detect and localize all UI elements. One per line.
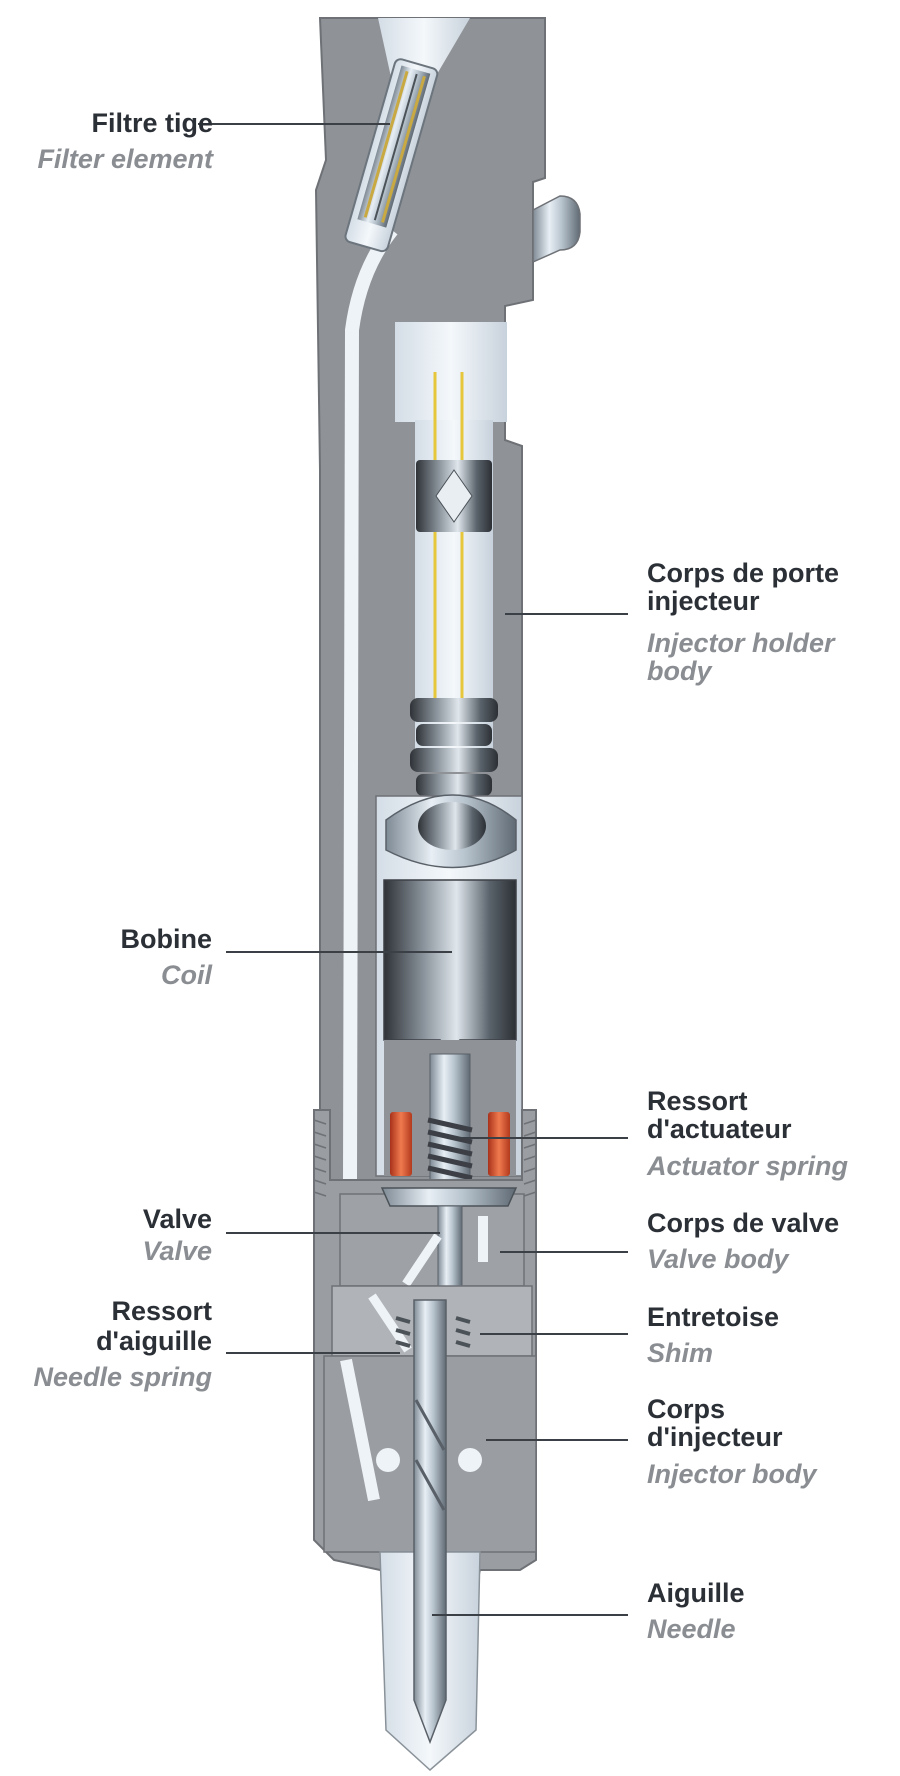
- label-needlespring-fr2: d'aiguille: [96, 1326, 212, 1356]
- label-coil-en: Coil: [161, 960, 212, 990]
- label-coil-fr: Bobine: [121, 924, 213, 954]
- connector-cavity: [395, 322, 507, 422]
- label-actuator-en: Actuator spring: [646, 1151, 849, 1181]
- coil-winding-left: [390, 1112, 412, 1176]
- label-valve-en: Valve: [142, 1236, 212, 1266]
- injector-channel: [340, 1358, 380, 1502]
- label-actuator-fr1: Ressort: [647, 1086, 748, 1116]
- dome-ball: [418, 802, 486, 850]
- label-needlespring-en: Needle spring: [33, 1362, 212, 1392]
- label-injbody-en: Injector body: [647, 1459, 818, 1489]
- coil: [383, 879, 517, 1053]
- connector-block: [416, 460, 492, 532]
- filter-element: [344, 58, 439, 253]
- label-holder-fr2: injecteur: [647, 586, 760, 616]
- label-filter-en: Filter element: [37, 144, 214, 174]
- needle: [413, 1299, 447, 1745]
- label-holder-fr1: Corps de porte: [647, 558, 839, 588]
- label-needlespring-fr1: Ressort: [111, 1296, 212, 1326]
- label-filter-fr: Filtre tige: [91, 108, 213, 138]
- coil-winding-right: [488, 1112, 510, 1176]
- valve-channel: [402, 1233, 442, 1287]
- valve-slot: [478, 1216, 488, 1262]
- label-valve-fr: Valve: [143, 1204, 212, 1234]
- label-valvebody-en: Valve body: [647, 1244, 791, 1274]
- label-shim-fr: Entretoise: [647, 1302, 779, 1332]
- pressure-chamber-left: [376, 1448, 400, 1472]
- needle-spring: [395, 1316, 471, 1348]
- needle-spiral: [414, 1399, 446, 1511]
- valve-stem: [437, 1205, 463, 1287]
- label-injbody-fr2: d'injecteur: [647, 1422, 783, 1452]
- label-holder-en1: Injector holder: [647, 628, 836, 658]
- ribbed-plug: [410, 698, 498, 796]
- thread-right: [523, 1119, 537, 1197]
- shim-channel: [368, 1293, 412, 1353]
- thread-left: [313, 1119, 327, 1197]
- label-actuator-fr2: d'actuateur: [647, 1114, 792, 1144]
- label-needle-en: Needle: [647, 1614, 736, 1644]
- armature-plate: [380, 1187, 518, 1207]
- label-shim-en: Shim: [647, 1338, 713, 1368]
- label-valvebody-fr: Corps de valve: [647, 1208, 839, 1238]
- label-holder-en2: body: [647, 656, 713, 686]
- label-injbody-fr1: Corps: [647, 1394, 725, 1424]
- pressure-chamber-right: [458, 1448, 482, 1472]
- inlet-fitting: [532, 195, 581, 264]
- label-needle-fr: Aiguille: [647, 1578, 745, 1608]
